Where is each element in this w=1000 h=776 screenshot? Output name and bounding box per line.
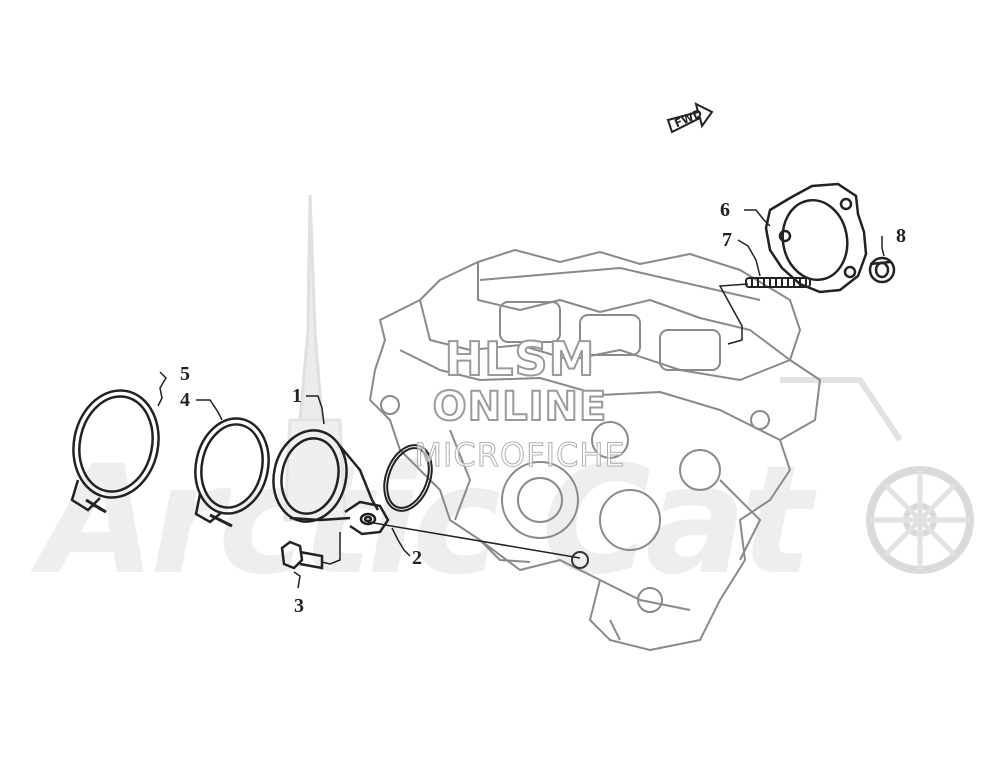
watermark-line-2: ONLINE (432, 383, 608, 431)
part-6-plate (764, 182, 868, 294)
callout-6: 6 (720, 199, 730, 221)
callout-8: 8 (896, 225, 906, 247)
part-8-nut (868, 256, 896, 284)
callout-2: 2 (412, 547, 422, 569)
part-1-intake-boot (272, 429, 390, 536)
part-4-clamp (194, 417, 270, 528)
brand-watermark: Arctic Cat (40, 434, 812, 608)
engine-block (369, 249, 821, 651)
fwd-arrow-icon (666, 102, 714, 134)
callout-4: 4 (180, 389, 190, 411)
part-3-bolt (280, 540, 324, 570)
watermark-graphics (283, 194, 974, 574)
callout-1: 1 (292, 385, 302, 407)
callout-5: 5 (180, 363, 190, 385)
part-7-stud (745, 277, 811, 288)
callout-3: 3 (294, 595, 304, 617)
part-5-clamp (70, 389, 160, 514)
watermark-line-1: HLSM (444, 331, 596, 387)
leader-lines (157, 209, 885, 589)
callout-7: 7 (722, 229, 732, 251)
watermark-line-3: MICROFICHE (414, 436, 626, 475)
part-2-o-ring (383, 444, 433, 512)
